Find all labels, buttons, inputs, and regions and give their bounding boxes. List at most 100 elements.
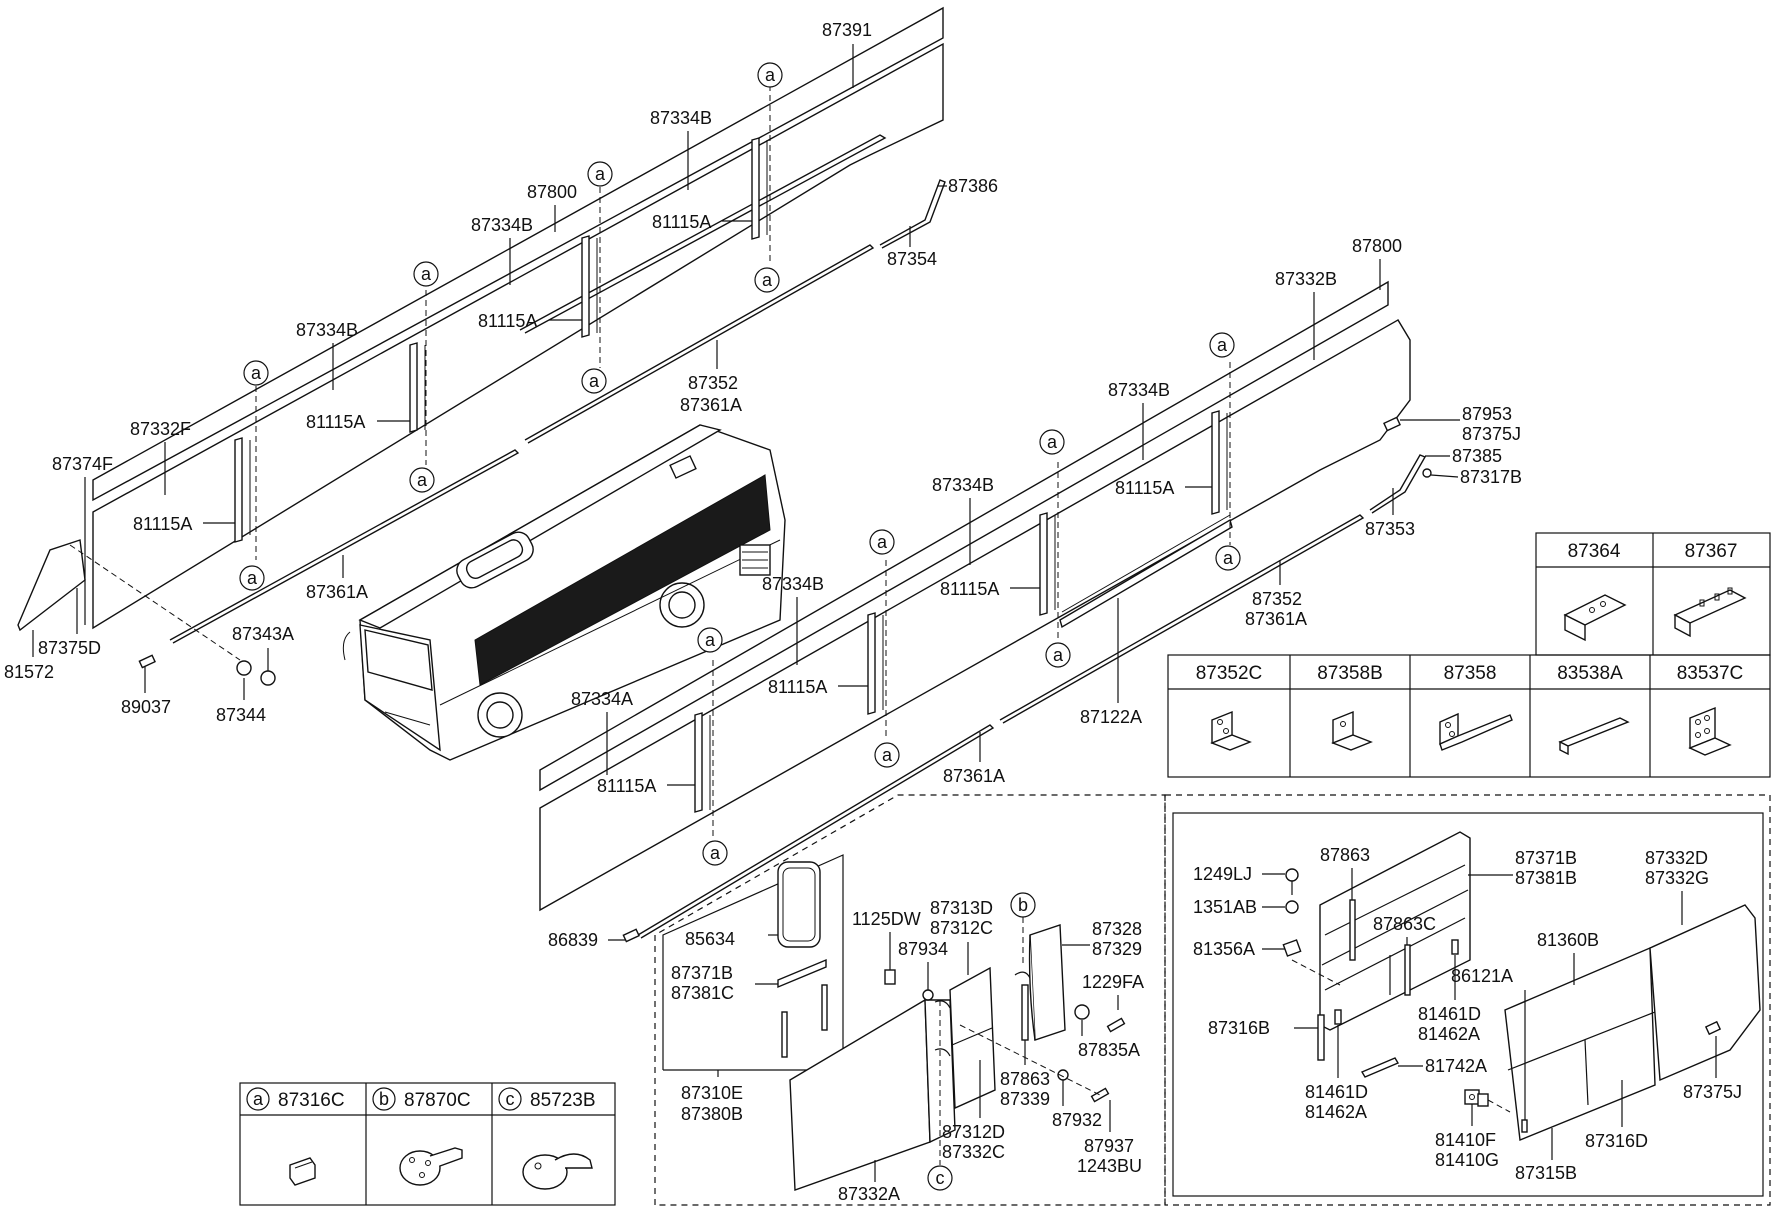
svg-text:85723B: 85723B — [530, 1090, 596, 1111]
label: 81115A — [478, 311, 537, 331]
label: 87385 — [1452, 446, 1502, 466]
inset-rear-box — [1164, 794, 1771, 1206]
table-header: 87367 — [1685, 541, 1738, 562]
label: 87800 — [1352, 236, 1402, 256]
label: 87353 — [1365, 519, 1415, 539]
table-header: 87358B — [1317, 663, 1383, 684]
label: 87375J — [1462, 424, 1521, 444]
label: 87312C — [930, 918, 993, 938]
label: 87343A — [232, 624, 294, 644]
label: 87361A — [306, 582, 368, 602]
label: 87317B — [1460, 467, 1522, 487]
legend-a: a 87316C — [246, 1087, 345, 1186]
svg-text:a: a — [421, 264, 432, 284]
label: 86839 — [548, 930, 598, 950]
svg-text:a: a — [765, 65, 776, 85]
label: 87375D — [38, 638, 101, 658]
label: 81360B — [1537, 930, 1599, 950]
inset-door-box — [654, 794, 1166, 1206]
label: 87334B — [932, 475, 994, 495]
callout-legend: a 87316C b 87870C c 85723B — [239, 1082, 616, 1206]
callout-a: a — [697, 627, 723, 653]
callout-c: c — [927, 1165, 953, 1191]
label: 81115A — [597, 776, 656, 796]
upper-moulding-strip — [92, 6, 944, 502]
label: 87328 — [1092, 919, 1142, 939]
callout-a: a — [1209, 332, 1235, 358]
label: 87835A — [1078, 1040, 1140, 1060]
label: 81356A — [1193, 939, 1255, 959]
bus-illustration — [342, 424, 786, 761]
lower-trim-end — [1369, 454, 1427, 514]
svg-text:a: a — [595, 164, 606, 184]
callout-a: a — [874, 742, 900, 768]
label: 87332A — [838, 1184, 900, 1204]
label: 87375J — [1683, 1082, 1742, 1102]
svg-text:a: a — [1223, 548, 1234, 568]
label: 87380B — [681, 1104, 743, 1124]
label: 81410G — [1435, 1150, 1499, 1170]
svg-text:a: a — [589, 371, 600, 391]
label: 87381B — [1515, 868, 1577, 888]
label: 87371B — [1515, 848, 1577, 868]
label: 87937 — [1084, 1136, 1134, 1156]
svg-text:b: b — [1018, 895, 1028, 915]
label: 87334A — [571, 689, 633, 709]
svg-text:87316C: 87316C — [278, 1090, 345, 1111]
label: 81572 — [4, 662, 54, 682]
callout-a: a — [754, 267, 780, 293]
label: 87339 — [1000, 1089, 1050, 1109]
svg-text:a: a — [417, 470, 428, 490]
label: 87332D — [1645, 848, 1708, 868]
callout-a: a — [587, 161, 613, 187]
label: 1243BU — [1077, 1156, 1142, 1176]
rear-glass-81360B — [1504, 946, 1656, 1141]
svg-text:c: c — [936, 1168, 945, 1188]
label: 87352 — [1252, 589, 1302, 609]
callout-a: a — [1215, 545, 1241, 571]
label: 87332G — [1645, 868, 1709, 888]
label: 81115A — [940, 579, 999, 599]
svg-text:a: a — [882, 745, 893, 765]
label: 87334B — [762, 574, 824, 594]
svg-text:b: b — [379, 1089, 389, 1109]
label: 87334B — [471, 215, 533, 235]
svg-text:a: a — [705, 630, 716, 650]
label: 81115A — [768, 677, 827, 697]
label: 81410F — [1435, 1130, 1496, 1150]
label: 87391 — [822, 20, 872, 40]
parts-table-mid: 87352C 87358B 87358 83538A 83537C — [1167, 654, 1771, 778]
lower-pillars — [694, 410, 1228, 813]
right-side-window-assembly — [539, 280, 1432, 939]
label: 87332F — [130, 419, 191, 439]
label: 87334B — [296, 320, 358, 340]
label: 87386 — [948, 176, 998, 196]
label: 81115A — [1115, 478, 1174, 498]
callout-a: a — [413, 261, 439, 287]
callout-a: a — [243, 360, 269, 386]
part-labels: 87391 87334B 87800 87334B 87386 81115A 8… — [4, 20, 1522, 950]
label: 87934 — [898, 939, 948, 959]
lower-trim-2 — [999, 514, 1365, 724]
label: 1351AB — [1193, 897, 1257, 917]
label: 1125DW — [852, 909, 921, 929]
label: 87953 — [1462, 404, 1512, 424]
label: 87932 — [1052, 1110, 1102, 1130]
svg-text:a: a — [251, 363, 262, 383]
callout-a: a — [239, 565, 265, 591]
label: 87863 — [1000, 1069, 1050, 1089]
label: 87329 — [1092, 939, 1142, 959]
lower-trim-1 — [637, 724, 995, 939]
label: 87334B — [1108, 380, 1170, 400]
lower-side-bar-87122A — [1059, 518, 1233, 629]
label: 87361A — [943, 766, 1005, 786]
upper-pillars — [234, 137, 768, 543]
callout-circles: a a a a a a a a a a a a a a a a b c — [239, 62, 1241, 1191]
upper-trim-end — [879, 179, 946, 249]
upper-lower-trim-3 — [524, 244, 875, 444]
label: 81462A — [1418, 1024, 1480, 1044]
callout-a: a — [1045, 642, 1071, 668]
label: 87313D — [930, 898, 993, 918]
label: 87344 — [216, 705, 266, 725]
label: 81115A — [306, 412, 365, 432]
